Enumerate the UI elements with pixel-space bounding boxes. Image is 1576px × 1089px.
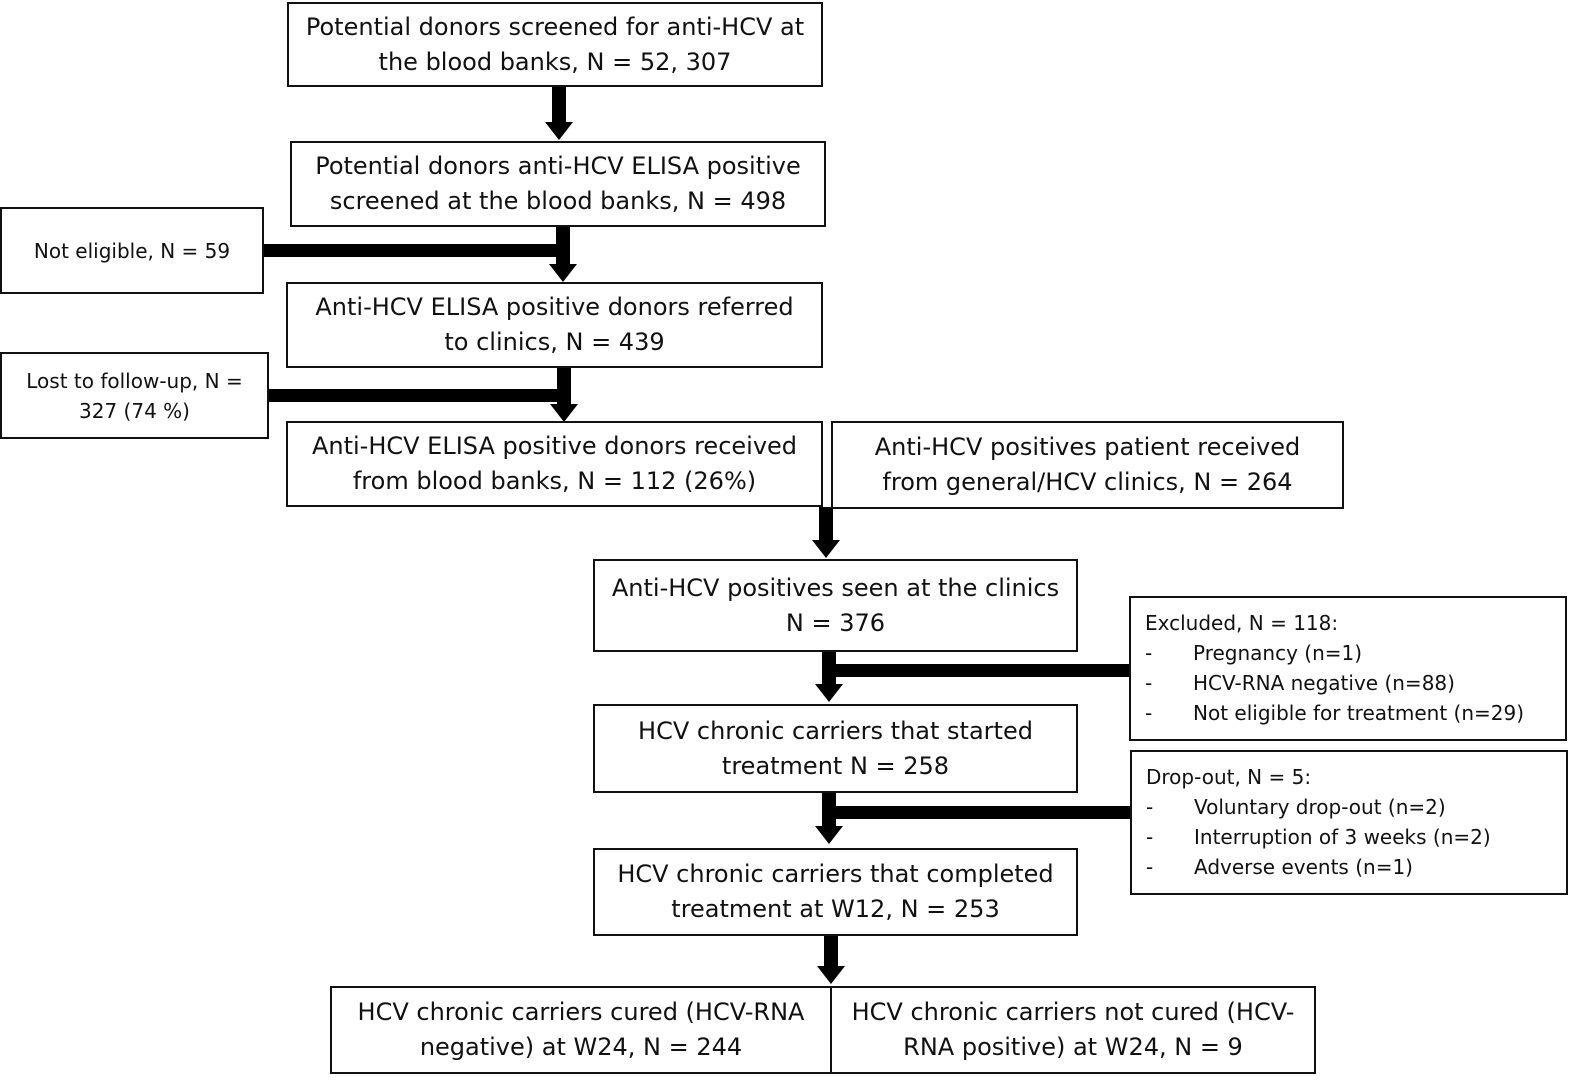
box-received-clinics-text: Anti-HCV positives patient received from… bbox=[874, 433, 1301, 496]
dropout-item: - Interruption of 3 weeks (n=2) bbox=[1146, 822, 1552, 852]
box-seen-at-clinics: Anti-HCV positives seen at the clinics N… bbox=[593, 559, 1078, 652]
bullet-dash: - bbox=[1145, 641, 1153, 665]
dropout-title: Drop-out, N = 5: bbox=[1146, 765, 1312, 789]
dropout-item: - Adverse events (n=1) bbox=[1146, 852, 1552, 882]
arrowhead-received-to-seen bbox=[812, 540, 840, 558]
dropout-item-label: Voluntary drop-out (n=2) bbox=[1194, 795, 1446, 819]
box-started-text: HCV chronic carriers that started treatm… bbox=[638, 716, 1033, 780]
dropout-item: - Voluntary drop-out (n=2) bbox=[1146, 792, 1552, 822]
connector-screened-to-positive bbox=[552, 86, 566, 124]
box-received-blood-banks: Anti-HCV ELISA positive donors received … bbox=[286, 421, 823, 507]
dropout-item-label: Interruption of 3 weeks (n=2) bbox=[1194, 825, 1491, 849]
box-received-clinics: Anti-HCV positives patient received from… bbox=[831, 421, 1344, 509]
box-completed-text: HCV chronic carriers that completed trea… bbox=[617, 860, 1054, 923]
excluded-item: - Pregnancy (n=1) bbox=[1145, 638, 1551, 668]
excluded-item: - Not eligible for treatment (n=29) bbox=[1145, 698, 1551, 728]
connector-seen-to-started bbox=[822, 650, 836, 684]
box-not-cured: HCV chronic carriers not cured (HCV-RNA … bbox=[830, 986, 1316, 1074]
box-referred: Anti-HCV ELISA positive donors referred … bbox=[286, 282, 823, 368]
box-cured-text: HCV chronic carriers cured (HCV-RNA nega… bbox=[357, 998, 805, 1061]
box-not-cured-text: HCV chronic carriers not cured (HCV-RNA … bbox=[851, 998, 1295, 1061]
bullet-dash: - bbox=[1146, 795, 1154, 819]
arrowhead-seen-to-started bbox=[815, 684, 843, 702]
box-started-treatment: HCV chronic carriers that started treatm… bbox=[593, 704, 1078, 793]
box-excluded: Excluded, N = 118: - Pregnancy (n=1) - HCV… bbox=[1129, 596, 1567, 741]
box-screened: Potential donors screened for anti-HCV a… bbox=[287, 2, 823, 87]
bullet-dash: - bbox=[1146, 825, 1154, 849]
connector-lost-branch bbox=[268, 389, 568, 402]
box-completed-treatment: HCV chronic carriers that completed trea… bbox=[593, 848, 1078, 936]
connector-not-eligible-branch bbox=[263, 244, 566, 257]
box-seen-text: Anti-HCV positives seen at the clinics N… bbox=[611, 573, 1060, 637]
box-cured: HCV chronic carriers cured (HCV-RNA nega… bbox=[330, 986, 832, 1074]
bullet-dash: - bbox=[1145, 701, 1153, 725]
excluded-item-label: HCV-RNA negative (n=88) bbox=[1193, 671, 1455, 695]
box-not-eligible-text: Not eligible, N = 59 bbox=[33, 238, 231, 263]
box-elisa-positive-text: Potential donors anti-HCV ELISA positive… bbox=[315, 152, 801, 215]
box-dropout: Drop-out, N = 5: - Voluntary drop-out (n=… bbox=[1130, 750, 1568, 895]
connector-received-to-seen bbox=[819, 507, 833, 541]
box-lost-text: Lost to follow-up, N = 327 (74 %) bbox=[26, 368, 243, 423]
box-lost-to-follow-up: Lost to follow-up, N = 327 (74 %) bbox=[0, 352, 269, 439]
excluded-item-label: Not eligible for treatment (n=29) bbox=[1193, 701, 1525, 725]
excluded-title: Excluded, N = 118: bbox=[1145, 611, 1339, 635]
connector-completed-to-outcome bbox=[824, 934, 838, 968]
arrowhead-completed-to-outcome bbox=[817, 966, 845, 984]
box-received-blood-banks-text: Anti-HCV ELISA positive donors received … bbox=[311, 432, 798, 495]
connector-dropout-branch bbox=[834, 806, 1131, 819]
bullet-dash: - bbox=[1145, 671, 1153, 695]
connector-excluded-branch bbox=[834, 664, 1131, 677]
bullet-dash: - bbox=[1146, 855, 1154, 879]
excluded-item-label: Pregnancy (n=1) bbox=[1193, 641, 1363, 665]
box-screened-text: Potential donors screened for anti-HCV a… bbox=[305, 12, 805, 76]
box-referred-text: Anti-HCV ELISA positive donors referred … bbox=[315, 293, 794, 356]
connector-started-to-completed bbox=[822, 791, 836, 827]
dropout-item-label: Adverse events (n=1) bbox=[1194, 855, 1413, 879]
arrowhead-positive-to-referred bbox=[549, 264, 577, 282]
excluded-item: - HCV-RNA negative (n=88) bbox=[1145, 668, 1551, 698]
arrowhead-started-to-completed bbox=[815, 826, 843, 844]
arrowhead-screened-to-positive bbox=[545, 122, 573, 140]
arrowhead-referred-to-received bbox=[550, 404, 578, 422]
box-elisa-positive: Potential donors anti-HCV ELISA positive… bbox=[290, 141, 826, 227]
box-not-eligible: Not eligible, N = 59 bbox=[0, 207, 264, 294]
